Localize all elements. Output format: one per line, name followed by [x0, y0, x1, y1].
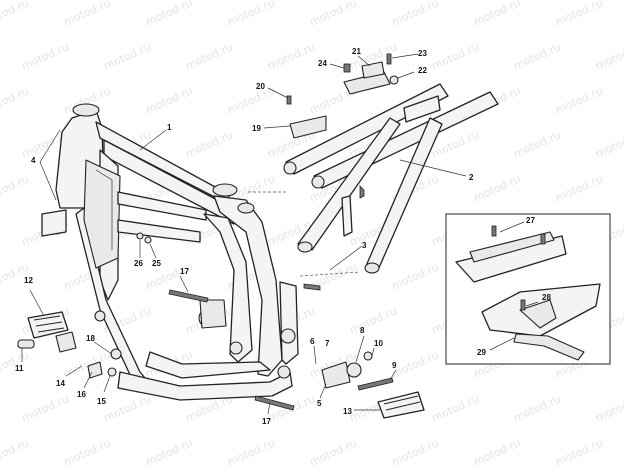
- callout-5: 5: [317, 399, 322, 408]
- rear-subframe: [283, 83, 499, 274]
- callout-27: 27: [526, 216, 535, 225]
- callout-9: 9: [392, 361, 397, 370]
- callout-4: 4: [31, 156, 36, 165]
- callout-labels: 1 2 3 4 5 6 7 8 9 10 11 12 13 14 15 16 1…: [15, 47, 551, 426]
- callout-7: 7: [325, 339, 330, 348]
- callout-19: 19: [252, 124, 261, 133]
- inset-detail-box: [445, 213, 611, 365]
- callout-22: 22: [418, 66, 427, 75]
- callout-21: 21: [352, 47, 361, 56]
- callout-25: 25: [152, 259, 161, 268]
- callout-16: 16: [77, 390, 86, 399]
- callout-15: 15: [97, 397, 106, 406]
- footpeg-right: [321, 361, 425, 419]
- callout-20: 20: [256, 82, 265, 91]
- callout-10: 10: [374, 339, 383, 348]
- callout-14: 14: [56, 379, 65, 388]
- callout-2: 2: [469, 173, 474, 182]
- callout-18: 18: [86, 334, 95, 343]
- callout-17-upper: 17: [180, 267, 189, 276]
- callout-17-lower: 17: [262, 417, 271, 426]
- callout-23: 23: [418, 49, 427, 58]
- callout-11: 11: [15, 364, 24, 373]
- callout-12: 12: [24, 276, 33, 285]
- callout-28: 28: [542, 293, 551, 302]
- callout-8: 8: [360, 326, 365, 335]
- seat-bracket-assembly: [286, 53, 399, 139]
- main-frame: [41, 103, 299, 401]
- footpeg-left: [17, 311, 77, 353]
- callout-13: 13: [343, 407, 352, 416]
- callout-1: 1: [167, 123, 172, 132]
- callout-3: 3: [362, 241, 367, 250]
- callout-24: 24: [318, 59, 327, 68]
- callout-6: 6: [310, 337, 315, 346]
- callout-29: 29: [477, 348, 486, 357]
- callout-26: 26: [134, 259, 143, 268]
- leader-lines: [21, 53, 539, 415]
